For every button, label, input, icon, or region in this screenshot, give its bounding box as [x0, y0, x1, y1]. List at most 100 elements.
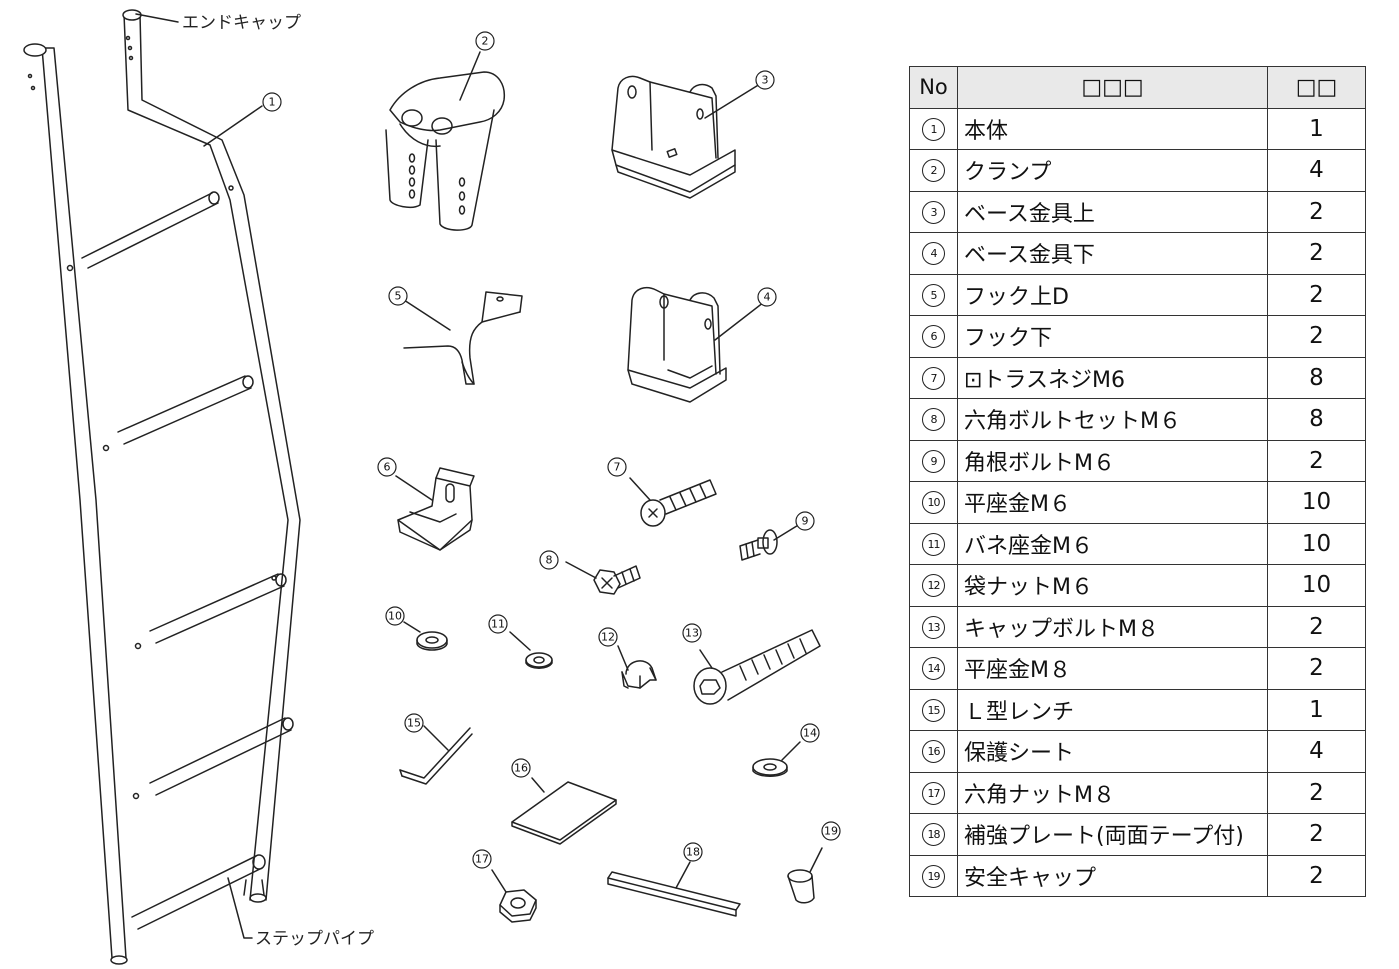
row-number: 14 [922, 657, 945, 681]
row-name: 平座金M８ [957, 647, 1268, 690]
callout-number: 13 [685, 627, 699, 640]
callout-11 [488, 614, 508, 634]
callout-7 [607, 457, 627, 477]
row-number-cell: 3 [909, 190, 958, 233]
row-number-cell: 11 [909, 522, 958, 565]
end-cap-label: エンドキャップ [182, 13, 301, 33]
table-header-row: No □□□ □□ [909, 66, 1366, 109]
row-qty: 10 [1267, 564, 1366, 607]
row-name: 保護シート [957, 730, 1268, 773]
row-name: 平座金M６ [957, 481, 1268, 524]
row-number: 13 [922, 615, 945, 639]
row-number: 17 [922, 781, 945, 805]
callout-number: 5 [395, 290, 402, 303]
row-qty: 10 [1267, 481, 1366, 524]
row-qty: 2 [1267, 647, 1366, 690]
row-qty: 2 [1267, 605, 1366, 648]
row-qty: 1 [1267, 107, 1366, 150]
callout-14 [800, 723, 820, 743]
row-number-cell: 18 [909, 813, 958, 856]
l-wrench-illustration [399, 725, 473, 785]
cap-bolt-m8-illustration [693, 629, 821, 705]
row-qty: 4 [1267, 730, 1366, 773]
cap-nut-illustration [617, 645, 657, 689]
row-number: 16 [922, 740, 945, 764]
row-number: 6 [922, 325, 945, 349]
body-leader [203, 105, 263, 147]
row-number: 12 [922, 574, 945, 598]
flat-washer-m6-illustration [403, 621, 448, 651]
hex-nut-m8-illustration [491, 869, 537, 923]
row-number: 8 [922, 408, 945, 432]
callout-number: 16 [514, 762, 528, 775]
row-number-cell: 14 [909, 647, 958, 690]
callout-19 [821, 821, 841, 841]
row-number-cell: 5 [909, 273, 958, 316]
ladder-body-illustration [23, 9, 301, 965]
row-number: 11 [922, 532, 945, 556]
callout-number: 17 [475, 853, 489, 866]
row-qty: 2 [1267, 439, 1366, 482]
row-name: 補強プレート(両面テープ付) [957, 813, 1268, 856]
callout-number: 6 [384, 461, 391, 474]
callout-2 [475, 31, 495, 51]
row-number-cell: 19 [909, 854, 958, 897]
row-number-cell: 4 [909, 232, 958, 275]
callout-6 [377, 457, 397, 477]
row-qty: 10 [1267, 522, 1366, 565]
end-cap-leader [135, 13, 179, 23]
hook-lower-illustration [395, 467, 475, 551]
callout-number: 10 [388, 610, 402, 623]
callout-number: 2 [482, 35, 489, 48]
hex-bolt-set-illustration [565, 561, 641, 595]
row-name: 角根ボルトM６ [957, 439, 1268, 482]
row-number-cell: 9 [909, 439, 958, 482]
row-name: ⊡トラスネジM6 [957, 356, 1268, 399]
callout-12 [598, 627, 618, 647]
callout-number: 4 [764, 291, 771, 304]
callout-number: 9 [802, 515, 809, 528]
row-number: 18 [922, 823, 945, 847]
callout-number: 12 [601, 631, 615, 644]
carriage-bolt-illustration [739, 523, 801, 561]
callout-5 [388, 286, 408, 306]
row-number: 3 [922, 200, 945, 224]
callout-number: 8 [546, 554, 553, 567]
row-name: フック上D [957, 273, 1268, 316]
callout-18 [683, 842, 703, 862]
row-name: 六角ボルトセットM６ [957, 398, 1268, 441]
step-pipe-leader [227, 877, 253, 939]
row-number-cell: 15 [909, 688, 958, 731]
row-number: 19 [922, 864, 945, 888]
row-number: 4 [922, 242, 945, 266]
row-number-cell: 10 [909, 481, 958, 524]
hook-upper-d-illustration [403, 291, 523, 385]
reinforcement-plate-illustration [607, 861, 741, 917]
row-name: 六角ナットM８ [957, 771, 1268, 814]
base-bracket-lower-illustration [627, 287, 765, 403]
callout-16 [511, 758, 531, 778]
callout-17 [472, 849, 492, 869]
row-number-cell: 7 [909, 356, 958, 399]
protective-sheet-illustration [511, 777, 617, 845]
callout-4 [757, 287, 777, 307]
row-name: フック下 [957, 315, 1268, 358]
header-name: □□□ [957, 66, 1268, 109]
